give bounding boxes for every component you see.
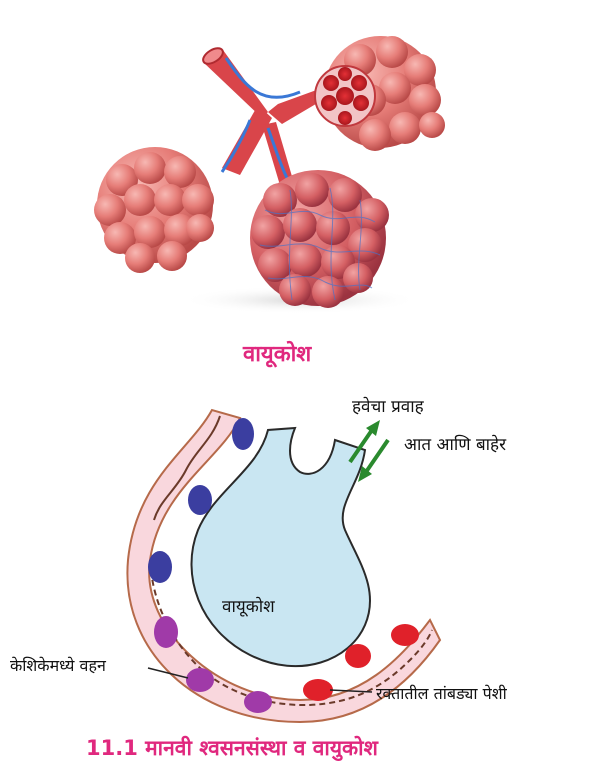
air-flow-arrows xyxy=(348,420,390,482)
top-caption: वायूकोश xyxy=(243,342,312,367)
capillary-mesh xyxy=(259,187,381,301)
blood-cell xyxy=(154,616,178,648)
label-air-flow-line2: आत आणि बाहेर xyxy=(404,435,507,455)
label-alveolus: वायूकोश xyxy=(222,597,275,617)
blood-cell xyxy=(186,668,214,692)
leader-line-rbc xyxy=(329,689,373,693)
red-blood-cell xyxy=(391,624,419,646)
label-capillary-flow: केशिकेमध्ये वहन xyxy=(10,656,106,675)
label-red-blood-cells: रक्तातील तांबड्या पेशी xyxy=(376,684,507,703)
figure-caption: 11.1 मानवी श्वसनसंस्था व वायुकोश xyxy=(86,736,378,760)
alveolus-capillary-diagram xyxy=(126,408,442,724)
bronchiole-tubes xyxy=(202,47,326,192)
alveolar-sac-left xyxy=(94,147,214,273)
leader-line-capillary xyxy=(147,667,189,679)
red-blood-cell xyxy=(345,644,371,668)
blood-cell xyxy=(148,551,172,583)
blood-cell xyxy=(244,691,272,713)
alveolus-sac xyxy=(190,426,371,668)
alveolar-sac-bottom xyxy=(250,170,389,308)
alveoli-cluster-illustration xyxy=(94,36,445,314)
label-air-flow-line1: हवेचा प्रवाह xyxy=(352,397,424,417)
blood-cell xyxy=(232,418,254,450)
alveolar-sac-right-cut xyxy=(314,36,445,151)
blood-cell xyxy=(188,485,212,515)
red-blood-cell xyxy=(303,679,333,701)
